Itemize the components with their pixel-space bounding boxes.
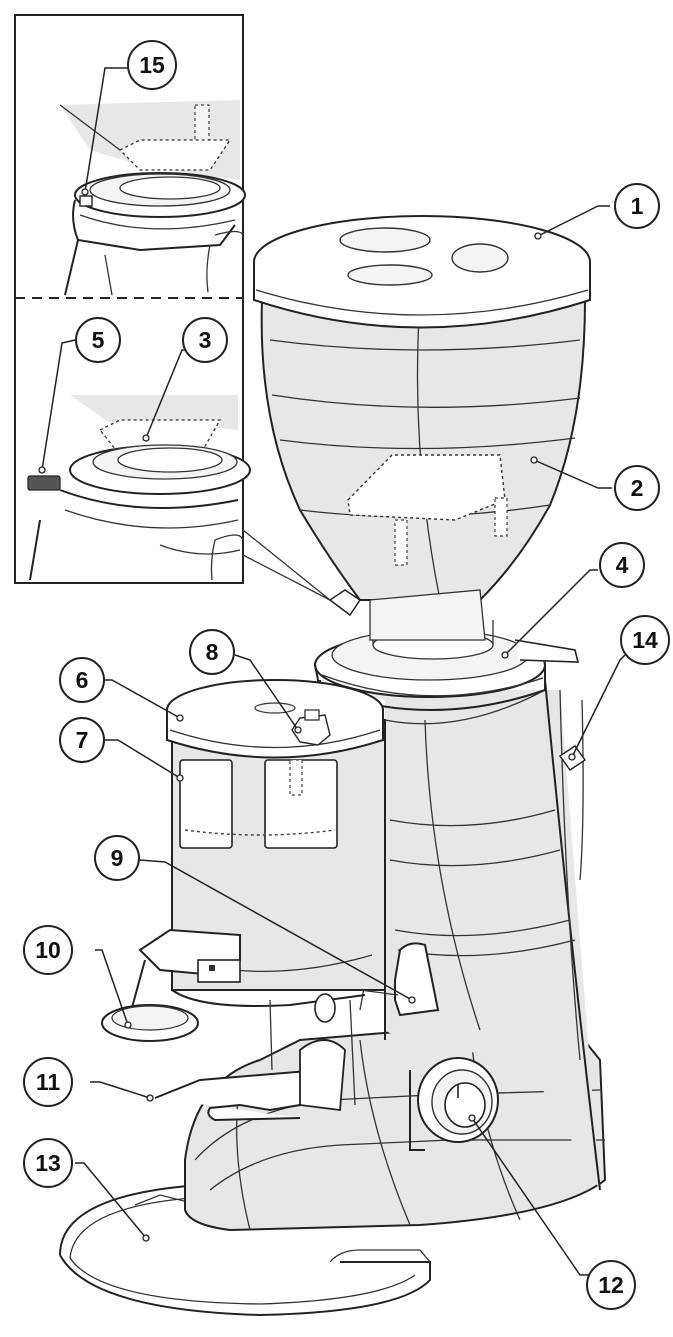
grind-adjustment-collar	[314, 620, 580, 711]
doser-lever-part	[291, 709, 331, 746]
callout-anchor-dots	[38, 188, 576, 1242]
leader-6	[105, 679, 181, 719]
doser-lid	[166, 679, 384, 759]
grinder-illustration	[59, 215, 607, 1317]
callout-4-label: 4	[616, 552, 629, 578]
leader-13	[75, 1162, 147, 1239]
portafilter-fork	[154, 993, 356, 1122]
callout-15-label: 15	[139, 52, 165, 78]
bean-hopper	[260, 299, 587, 641]
callout-1: 1	[614, 183, 660, 229]
callout-12: 12	[586, 1260, 636, 1310]
leader-5	[41, 339, 76, 471]
callout-3-label: 3	[199, 327, 212, 353]
cup-holder	[101, 928, 241, 1042]
leader-2	[533, 459, 612, 489]
callout-4: 4	[599, 542, 645, 588]
motor-body	[319, 679, 601, 1191]
inset-upper-view	[59, 100, 246, 296]
leader-7	[105, 739, 181, 779]
callout-10-label: 10	[35, 937, 61, 963]
leader-4	[504, 569, 598, 656]
leader-1	[537, 205, 610, 237]
callout-2-label: 2	[631, 475, 644, 501]
callout-7: 7	[59, 717, 105, 763]
callout-8-label: 8	[206, 639, 219, 665]
callout-10: 10	[23, 925, 73, 975]
leader-15	[84, 67, 128, 193]
leader-12	[471, 1117, 590, 1276]
callout-6: 6	[59, 657, 105, 703]
leader-10	[95, 949, 129, 1026]
inset-lower-view	[27, 395, 251, 581]
callout-1-label: 1	[631, 193, 644, 219]
callout-11: 11	[23, 1057, 73, 1107]
callout-13-label: 13	[35, 1150, 61, 1176]
leader-8	[234, 654, 299, 731]
callout-14-label: 14	[632, 627, 658, 653]
callout-12-label: 12	[598, 1272, 624, 1298]
callout-11-label: 11	[36, 1069, 61, 1095]
callout-9: 9	[94, 835, 140, 881]
leader-9	[139, 859, 413, 1001]
inset-pointer-lines	[242, 529, 331, 601]
callout-7-label: 7	[76, 727, 89, 753]
callout-6-label: 6	[76, 667, 89, 693]
callout-9-label: 9	[111, 845, 124, 871]
callout-3: 3	[182, 317, 228, 363]
callout-13: 13	[23, 1138, 73, 1188]
callout-2: 2	[614, 465, 660, 511]
inset-panel	[14, 14, 251, 584]
power-switch	[409, 1057, 499, 1151]
leader-11	[90, 1081, 151, 1099]
callout-5: 5	[75, 317, 121, 363]
callout-14: 14	[620, 615, 670, 665]
hopper-lid	[253, 215, 591, 329]
base-tray	[59, 1184, 431, 1317]
callout-8: 8	[189, 629, 235, 675]
callout-5-label: 5	[92, 327, 105, 353]
leader-14	[571, 654, 626, 758]
callout-15: 15	[127, 40, 177, 90]
